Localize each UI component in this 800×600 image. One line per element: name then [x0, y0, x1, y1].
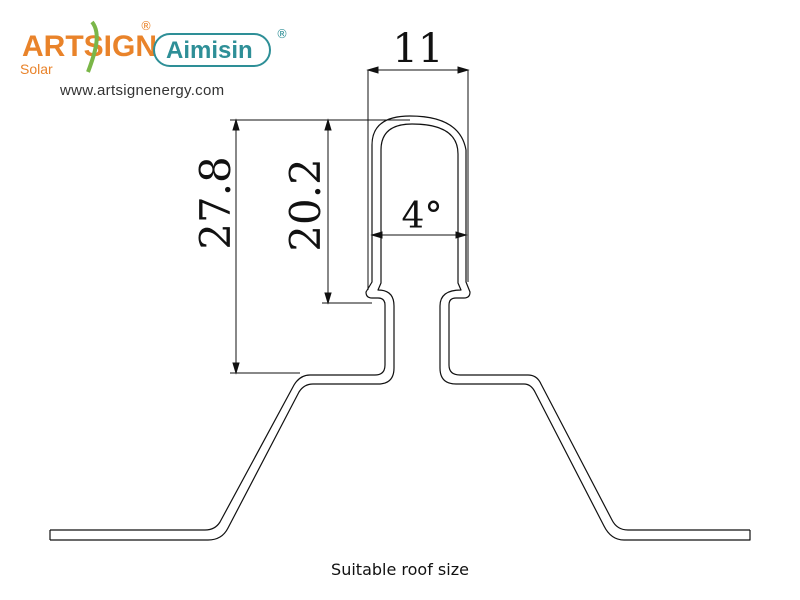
width-dimension-label: 11 — [393, 26, 444, 72]
total-height-label: 27.8 — [191, 156, 240, 250]
website-url: www.artsignenergy.com — [60, 82, 225, 99]
dimension-lines — [230, 66, 470, 375]
rib-height-arrow-bottom-icon — [324, 292, 332, 305]
artsign-logo-sub: Solar — [20, 61, 53, 77]
artsign-logo-text: ARTSIGN — [22, 30, 157, 63]
aimisin-logo-text: Aimisin — [166, 37, 253, 64]
registered-mark-1: ® — [140, 19, 152, 33]
logo-swoosh-icon — [86, 20, 99, 73]
aimisin-logo: Aimisin ® — [153, 27, 288, 67]
artsign-logo: ARTSIGN Solar ® — [20, 19, 157, 77]
aimisin-logo-border — [153, 33, 271, 67]
angle-label: 4° — [402, 196, 443, 237]
total-height-arrow-top-icon — [232, 118, 240, 131]
width-arrow-left-icon — [366, 66, 379, 74]
diagram-caption: Suitable roof size — [331, 560, 469, 579]
total-height-arrow-bottom-icon — [232, 362, 240, 375]
brand-logos: ARTSIGN Solar ® Aimisin ® — [14, 16, 314, 116]
profile-outer-line — [50, 115, 750, 531]
angle-arrow-left-icon — [370, 231, 383, 239]
rib-height-arrow-top-icon — [324, 118, 332, 131]
rib-height-label: 20.2 — [281, 158, 330, 252]
logo-graphics: ARTSIGN Solar ® Aimisin ® — [20, 19, 288, 77]
width-arrow-right-icon — [457, 66, 470, 74]
profile-inner-line — [50, 123, 751, 541]
registered-mark-2: ® — [276, 27, 288, 41]
angle-arrow-right-icon — [455, 231, 468, 239]
profile-outline — [49, 115, 751, 541]
